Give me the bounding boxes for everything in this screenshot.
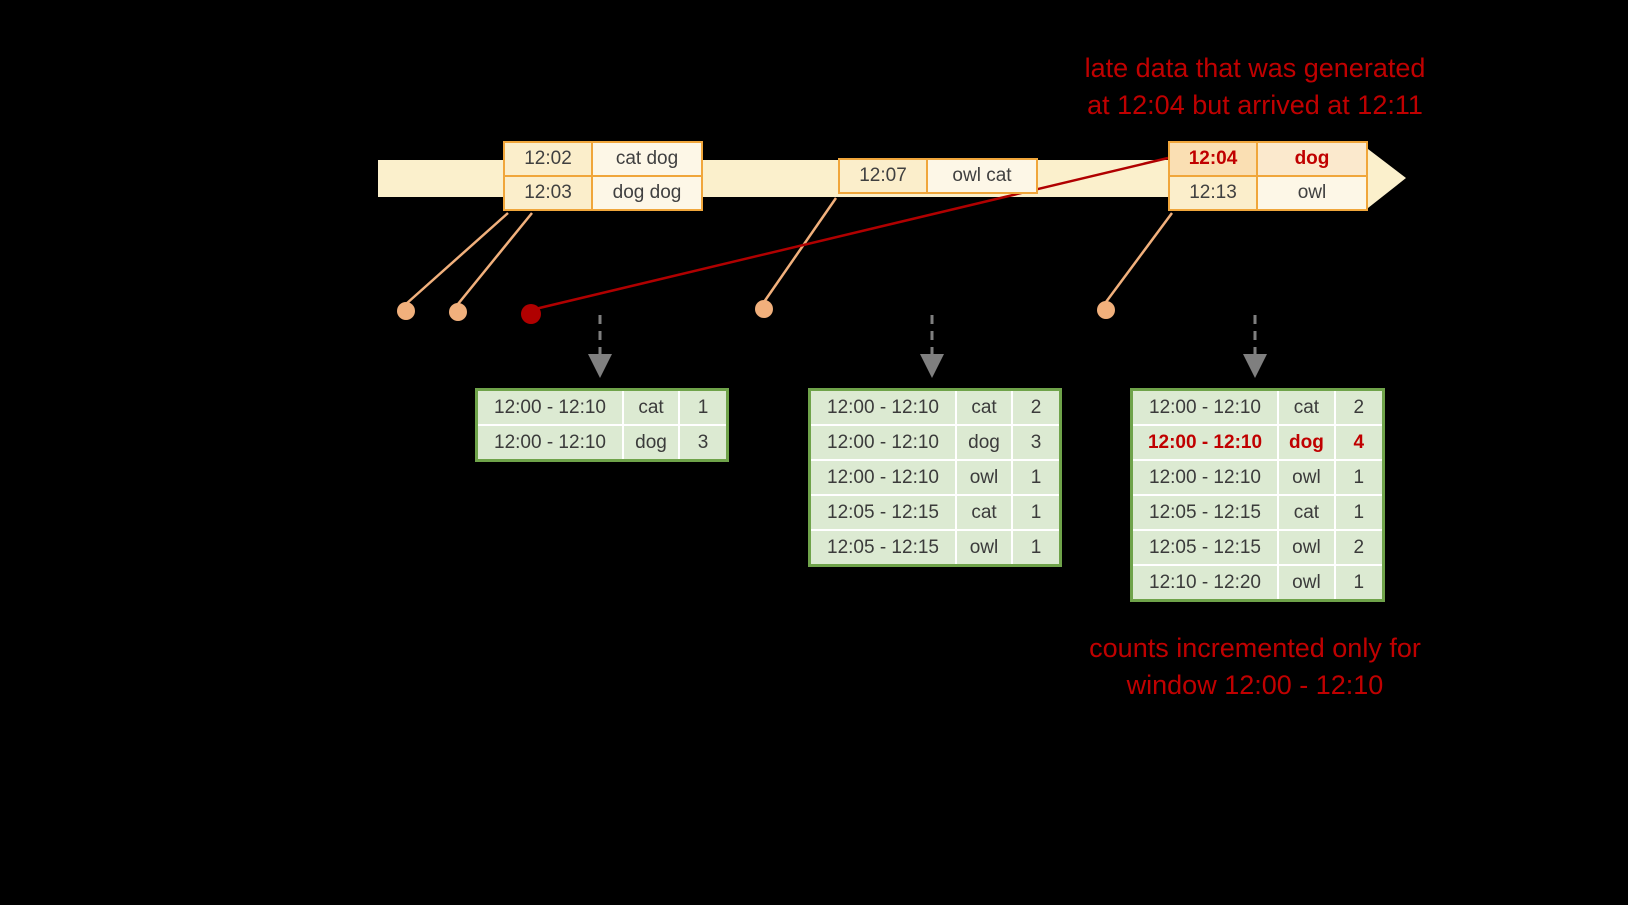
result-count: 2 — [1333, 529, 1385, 566]
result-word: cat — [1277, 388, 1336, 426]
late-data-annotation: late data that was generated at 12:04 bu… — [1020, 50, 1490, 125]
event-row: 12:13 owl — [1168, 175, 1368, 211]
result-row: 12:05 - 12:15 owl 1 — [808, 529, 1062, 567]
result-window: 12:00 - 12:10 — [475, 388, 624, 426]
result-table-1: 12:00 - 12:10 cat 1 12:00 - 12:10 dog 3 — [475, 388, 729, 462]
result-row: 12:05 - 12:15 cat 1 — [808, 494, 1062, 531]
result-word: dog — [955, 424, 1013, 461]
event-words: owl — [1256, 175, 1368, 211]
result-count: 3 — [678, 424, 729, 462]
result-word: owl — [955, 529, 1013, 567]
event-connector-line — [762, 197, 838, 303]
result-window: 12:00 - 12:10 — [808, 424, 957, 461]
counts-annotation: counts incremented only for window 12:00… — [1020, 630, 1490, 705]
result-window: 12:00 - 12:10 — [1130, 424, 1279, 461]
result-window: 12:00 - 12:10 — [1130, 459, 1279, 496]
result-window: 12:00 - 12:10 — [475, 424, 624, 462]
event-group-1: 12:02 cat dog 12:03 dog dog — [503, 141, 703, 211]
result-row: 12:00 - 12:10 cat 1 — [475, 388, 729, 426]
event-connector-line — [457, 212, 533, 305]
event-words: cat dog — [591, 141, 703, 177]
result-window: 12:05 - 12:15 — [808, 529, 957, 567]
result-count: 1 — [1011, 494, 1062, 531]
result-table-3: 12:00 - 12:10 cat 2 12:00 - 12:10 dog 4 … — [1130, 388, 1385, 602]
result-word: owl — [955, 459, 1013, 496]
event-row: 12:07 owl cat — [838, 158, 1038, 194]
result-row: 12:10 - 12:20 owl 1 — [1130, 564, 1385, 602]
event-dot — [1097, 301, 1115, 319]
result-window: 12:05 - 12:15 — [1130, 494, 1279, 531]
event-dot — [449, 303, 467, 321]
result-window: 12:05 - 12:15 — [808, 494, 957, 531]
result-row: 12:00 - 12:10 cat 2 — [808, 388, 1062, 426]
result-row: 12:00 - 12:10 owl 1 — [808, 459, 1062, 496]
late-data-annotation-line1: late data that was generated — [1084, 53, 1426, 83]
result-count: 1 — [1011, 459, 1062, 496]
result-count: 1 — [1011, 529, 1062, 567]
result-count: 2 — [1333, 388, 1385, 426]
result-row: 12:00 - 12:10 owl 1 — [1130, 459, 1385, 496]
event-dot — [755, 300, 773, 318]
result-count: 3 — [1011, 424, 1062, 461]
result-count: 1 — [1333, 459, 1385, 496]
event-time: 12:13 — [1168, 175, 1258, 211]
result-row: 12:05 - 12:15 owl 2 — [1130, 529, 1385, 566]
result-count: 1 — [678, 388, 729, 426]
event-row: 12:04 dog — [1168, 141, 1368, 177]
event-row: 12:03 dog dog — [503, 175, 703, 211]
result-word: owl — [1277, 564, 1336, 602]
result-word: dog — [622, 424, 680, 462]
result-window: 12:10 - 12:20 — [1130, 564, 1279, 602]
result-window: 12:00 - 12:10 — [808, 459, 957, 496]
result-word: cat — [955, 494, 1013, 531]
result-row: 12:00 - 12:10 dog 4 — [1130, 424, 1385, 461]
result-word: owl — [1277, 529, 1336, 566]
event-words: owl cat — [926, 158, 1038, 194]
event-time: 12:02 — [503, 141, 593, 177]
result-window: 12:00 - 12:10 — [808, 388, 957, 426]
event-group-2: 12:07 owl cat — [838, 158, 1038, 194]
event-group-3: 12:04 dog 12:13 owl — [1168, 141, 1368, 211]
result-window: 12:05 - 12:15 — [1130, 529, 1279, 566]
result-row: 12:00 - 12:10 cat 2 — [1130, 388, 1385, 426]
late-data-annotation-line2: at 12:04 but arrived at 12:11 — [1087, 90, 1423, 121]
event-words: dog — [1256, 141, 1368, 177]
result-word: cat — [1277, 494, 1336, 531]
late-event-dot — [521, 304, 541, 324]
event-time: 12:07 — [838, 158, 928, 194]
result-word: owl — [1277, 459, 1336, 496]
result-count: 1 — [1333, 564, 1385, 602]
late-data-connector-line — [530, 156, 1169, 312]
counts-annotation-line2: window 12:00 - 12:10 — [1126, 670, 1384, 701]
result-word: cat — [622, 388, 680, 426]
result-table-2: 12:00 - 12:10 cat 2 12:00 - 12:10 dog 3 … — [808, 388, 1062, 567]
result-row: 12:00 - 12:10 dog 3 — [808, 424, 1062, 461]
event-time: 12:03 — [503, 175, 593, 211]
result-count: 2 — [1011, 388, 1062, 426]
result-count: 1 — [1333, 494, 1385, 531]
result-row: 12:05 - 12:15 cat 1 — [1130, 494, 1385, 531]
event-words: dog dog — [591, 175, 703, 211]
event-connector-line — [1104, 212, 1174, 303]
result-count: 4 — [1333, 424, 1385, 461]
result-word: cat — [955, 388, 1013, 426]
event-dot — [397, 302, 415, 320]
result-window: 12:00 - 12:10 — [1130, 388, 1279, 426]
event-connector-line — [405, 212, 509, 305]
result-row: 12:00 - 12:10 dog 3 — [475, 424, 729, 462]
result-word: dog — [1277, 424, 1336, 461]
event-row: 12:02 cat dog — [503, 141, 703, 177]
counts-annotation-line1: counts incremented only for — [1089, 633, 1421, 663]
event-time: 12:04 — [1168, 141, 1258, 177]
